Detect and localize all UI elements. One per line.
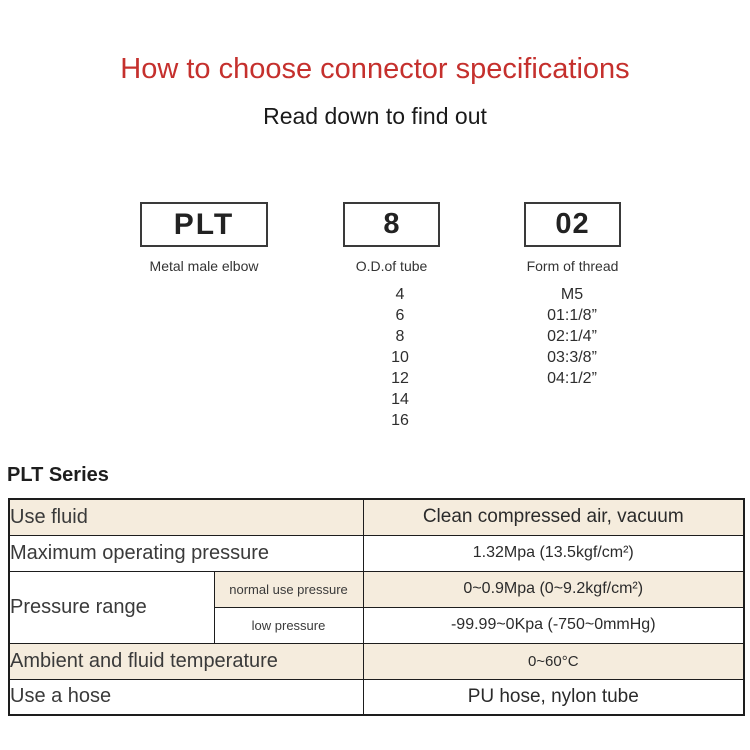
series-heading: PLT Series bbox=[7, 464, 109, 486]
spec-value-hose: PU hose, nylon tube bbox=[362, 678, 745, 716]
table-row: Maximum operating pressure 1.32Mpa (13.5… bbox=[8, 534, 745, 572]
model-code-box-tube-od: 8 bbox=[343, 202, 440, 247]
model-code-label-thread: Form of thread bbox=[526, 258, 619, 274]
spec-sublabel-low-pressure: low pressure bbox=[213, 606, 364, 644]
model-code-label-tube-od: O.D.of tube bbox=[355, 258, 428, 274]
spec-label-temperature: Ambient and fluid temperature bbox=[8, 642, 364, 680]
tube-od-options-list: 4 6 8 10 12 14 16 bbox=[350, 284, 450, 431]
tube-od-option: 8 bbox=[395, 328, 405, 345]
table-row: Use fluid Clean compressed air, vacuum bbox=[8, 498, 745, 536]
thread-option: 02:1/4” bbox=[547, 328, 597, 345]
model-code-label-series: Metal male elbow bbox=[149, 258, 259, 274]
spec-label-use-fluid: Use fluid bbox=[8, 498, 364, 536]
thread-option: M5 bbox=[560, 286, 584, 303]
tube-od-option: 14 bbox=[391, 391, 409, 408]
spec-label-pressure-range: Pressure range bbox=[8, 570, 215, 644]
tube-od-option: 12 bbox=[391, 370, 409, 387]
model-code-box-thread: 02 bbox=[524, 202, 621, 247]
spec-value-use-fluid: Clean compressed air, vacuum bbox=[362, 498, 745, 536]
thread-option: 01:1/8” bbox=[547, 307, 597, 324]
table-row: low pressure -99.99~0Kpa (-750~0mmHg) bbox=[9, 606, 745, 644]
thread-option: 04:1/2” bbox=[547, 370, 597, 387]
spec-value-normal-use-pressure: 0~0.9Mpa (0~9.2kgf/cm²) bbox=[362, 570, 745, 608]
tube-od-option: 4 bbox=[395, 286, 405, 303]
tube-od-option: 10 bbox=[391, 349, 409, 366]
table-row: Pressure range normal use pressure 0~0.9… bbox=[8, 570, 745, 644]
spec-value-temperature: 0~60°C bbox=[362, 642, 745, 680]
spec-value-max-pressure: 1.32Mpa (13.5kgf/cm²) bbox=[362, 534, 745, 572]
spec-value-low-pressure: -99.99~0Kpa (-750~0mmHg) bbox=[362, 606, 745, 644]
thread-option: 03:3/8” bbox=[547, 349, 597, 366]
spec-sublabel-normal-use-pressure: normal use pressure bbox=[213, 570, 364, 608]
plt-series-spec-table: Use fluid Clean compressed air, vacuum M… bbox=[8, 498, 745, 716]
page-title: How to choose connector specifications bbox=[120, 53, 630, 85]
spec-label-hose: Use a hose bbox=[8, 678, 364, 716]
page-subtitle: Read down to find out bbox=[263, 103, 487, 129]
thread-options-list: M5 01:1/8” 02:1/4” 03:3/8” 04:1/2” bbox=[507, 284, 637, 389]
tube-od-option: 16 bbox=[391, 412, 409, 429]
table-row: Ambient and fluid temperature 0~60°C bbox=[8, 642, 745, 680]
model-code-box-series: PLT bbox=[140, 202, 268, 247]
spec-label-max-pressure: Maximum operating pressure bbox=[8, 534, 364, 572]
table-row: Use a hose PU hose, nylon tube bbox=[8, 678, 745, 716]
tube-od-option: 6 bbox=[395, 307, 405, 324]
